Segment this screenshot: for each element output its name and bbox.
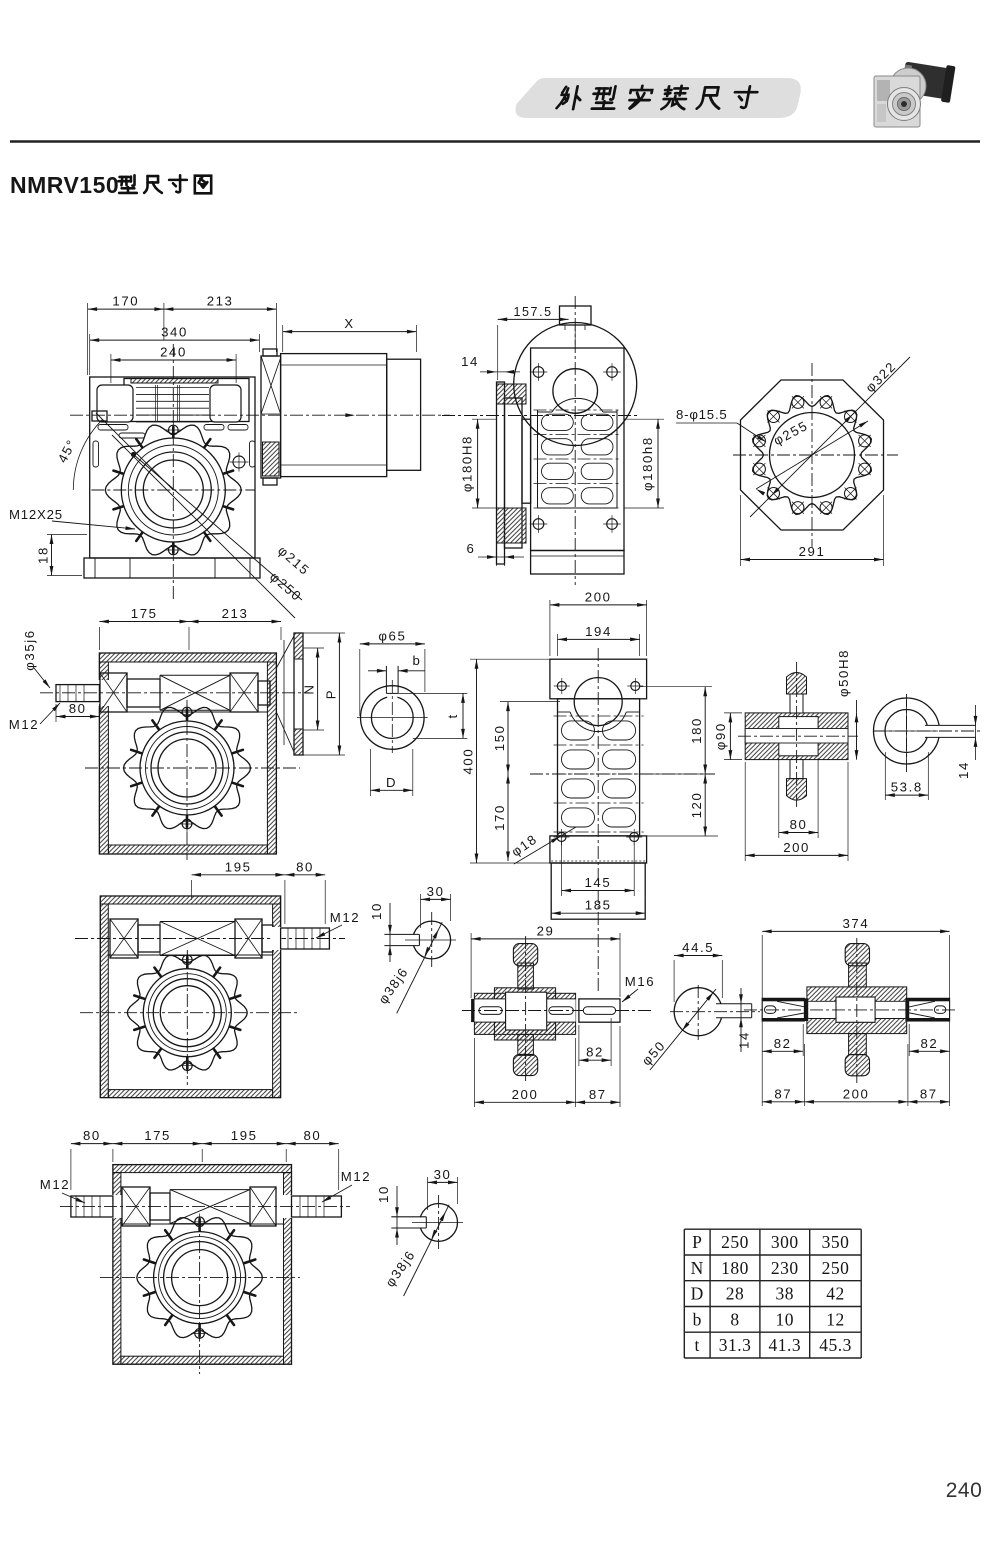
svg-text:P: P [323,689,338,699]
svg-text:195: 195 [225,859,252,874]
svg-text:175: 175 [131,606,158,621]
svg-text:φ35j6: φ35j6 [22,629,37,670]
svg-text:14: 14 [956,761,971,779]
svg-text:10: 10 [376,1185,391,1203]
svg-text:200: 200 [843,1086,870,1101]
svg-text:30: 30 [427,884,445,899]
svg-text:80: 80 [790,817,808,832]
svg-text:φ65: φ65 [378,628,406,643]
svg-text:157.5: 157.5 [513,305,552,319]
svg-text:45.3: 45.3 [819,1335,852,1355]
svg-text:44.5: 44.5 [682,940,714,955]
svg-text:250: 250 [721,1232,749,1252]
svg-text:194: 194 [585,624,612,639]
svg-text:D: D [691,1284,704,1304]
svg-text:10: 10 [776,1309,795,1329]
svg-text:b: b [413,653,422,668]
svg-text:6: 6 [467,541,476,556]
svg-text:340: 340 [161,325,188,340]
svg-text:38: 38 [776,1284,795,1304]
svg-text:N: N [302,683,317,694]
svg-text:NMRV150: NMRV150 [10,172,119,198]
svg-text:195: 195 [231,1128,258,1143]
svg-text:200: 200 [512,1087,539,1102]
svg-text:φ50H8: φ50H8 [836,649,851,697]
svg-text:170: 170 [492,804,507,831]
svg-text:M12: M12 [9,717,39,732]
svg-text:29: 29 [537,923,555,938]
svg-text:200: 200 [783,840,810,855]
svg-text:53.8: 53.8 [891,780,923,795]
svg-text:φ90: φ90 [713,722,728,750]
svg-text:175: 175 [144,1128,171,1143]
svg-text:M12X25: M12X25 [9,507,63,522]
svg-text:N: N [691,1258,704,1278]
svg-text:180: 180 [721,1258,749,1278]
svg-text:φ180h8: φ180h8 [640,436,655,491]
svg-text:D: D [386,775,397,790]
svg-text:170: 170 [112,294,139,309]
svg-text:80: 80 [303,1128,321,1143]
svg-text:12: 12 [826,1309,845,1329]
svg-text:240: 240 [160,345,187,360]
svg-text:80: 80 [296,859,314,874]
svg-text:300: 300 [771,1232,799,1252]
svg-text:87: 87 [589,1087,607,1102]
svg-text:145: 145 [584,875,611,890]
svg-text:8-φ15.5: 8-φ15.5 [676,407,728,422]
svg-text:31.3: 31.3 [719,1335,752,1355]
svg-text:42: 42 [826,1284,845,1304]
svg-text:250: 250 [822,1258,850,1278]
svg-text:M12: M12 [40,1177,70,1192]
svg-text:180: 180 [689,717,704,744]
svg-text:M12: M12 [330,910,360,925]
svg-text:X: X [344,316,354,331]
svg-text:M12: M12 [341,1169,371,1184]
svg-text:200: 200 [585,589,612,604]
svg-text:t: t [445,713,460,718]
svg-text:213: 213 [222,606,249,621]
svg-text:120: 120 [689,792,704,819]
svg-text:14: 14 [461,354,479,369]
svg-text:87: 87 [920,1086,938,1101]
svg-text:80: 80 [69,701,87,716]
svg-text:28: 28 [726,1284,745,1304]
svg-text:30: 30 [434,1167,452,1182]
svg-text:213: 213 [207,294,234,309]
svg-text:t: t [695,1335,700,1355]
svg-text:φ180H8: φ180H8 [460,435,475,492]
svg-text:400: 400 [461,748,476,775]
svg-text:P: P [692,1232,702,1252]
svg-text:185: 185 [585,898,612,913]
svg-text:240: 240 [946,1479,983,1502]
svg-text:10: 10 [369,902,384,920]
svg-text:291: 291 [799,544,826,559]
svg-text:8: 8 [730,1309,739,1329]
svg-text:14: 14 [737,1031,752,1049]
svg-text:82: 82 [920,1036,938,1051]
svg-text:374: 374 [842,916,869,931]
svg-text:18: 18 [36,546,51,564]
svg-text:80: 80 [83,1128,101,1143]
svg-text:M16: M16 [625,974,655,989]
svg-text:150: 150 [492,724,507,751]
svg-text:230: 230 [771,1258,799,1278]
svg-text:87: 87 [774,1086,792,1101]
svg-text:82: 82 [774,1036,792,1051]
svg-text:b: b [693,1309,702,1329]
svg-text:41.3: 41.3 [768,1335,801,1355]
svg-text:82: 82 [586,1045,604,1060]
svg-text:350: 350 [822,1232,850,1252]
